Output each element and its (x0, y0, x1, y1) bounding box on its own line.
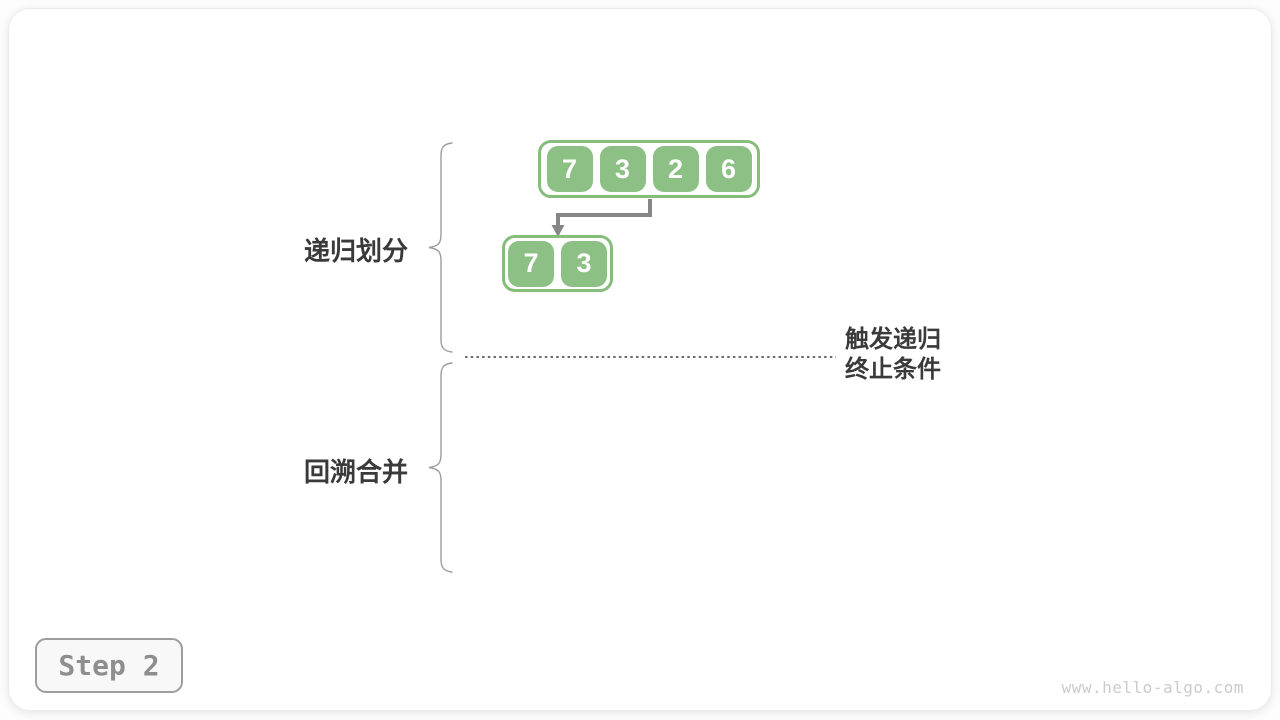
divide-arrow-icon (551, 199, 652, 237)
watermark: www.hello-algo.com (1061, 678, 1244, 697)
figure-card (8, 8, 1272, 711)
label-recursive-divide: 递归划分 (304, 236, 409, 266)
label-termination-condition: 触发递归 终止条件 (845, 325, 941, 385)
label-termination-line1: 触发递归 (845, 326, 941, 353)
array-cell: 7 (546, 146, 593, 192)
step-badge: Step 2 (35, 638, 183, 693)
array-cell: 3 (599, 146, 646, 192)
brace-merge-icon (428, 362, 453, 573)
array-top: 7 3 2 6 (538, 140, 760, 198)
label-backtrack-merge: 回溯合并 (304, 457, 409, 487)
brace-divide-icon (428, 142, 453, 353)
array-cell: 2 (652, 146, 699, 192)
array-cell: 6 (705, 146, 752, 192)
array-cell: 3 (561, 240, 607, 287)
array-cell: 7 (508, 240, 554, 287)
label-termination-line2: 终止条件 (845, 356, 941, 383)
array-sub: 7 3 (502, 235, 613, 292)
